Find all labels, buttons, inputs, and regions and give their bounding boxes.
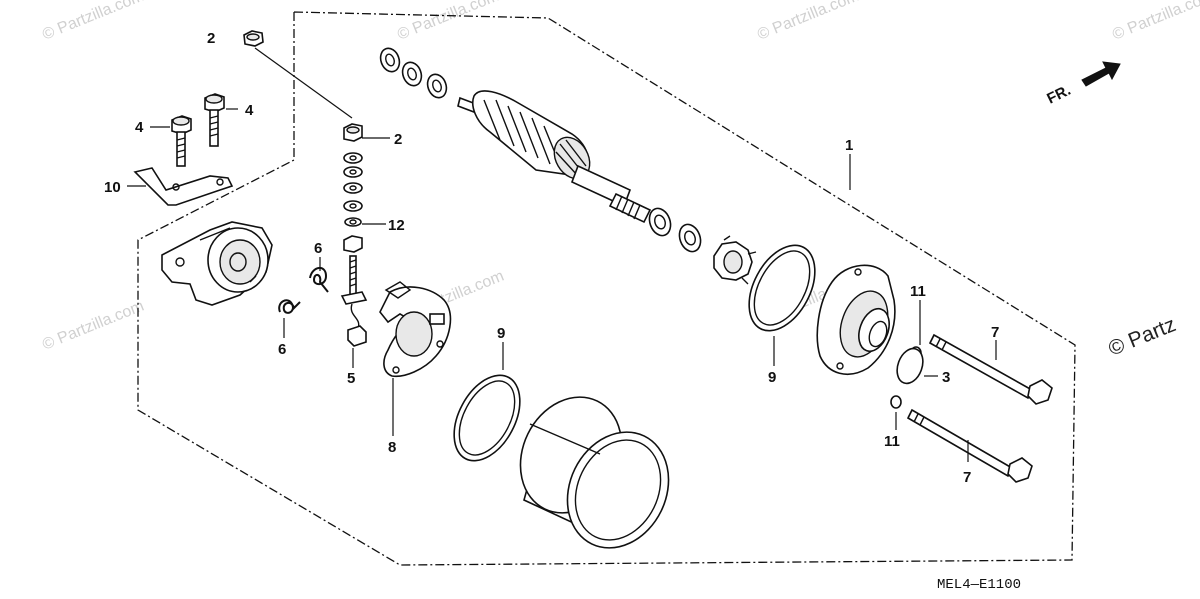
front-cover [816,264,896,376]
through-bolts [906,333,1053,483]
lock-plate [713,235,757,285]
bracket [127,167,234,206]
callout-3: 3 [942,369,950,386]
o-ring-left [453,342,521,462]
callout-5: 5 [347,370,355,387]
brush-springs [278,257,329,338]
watermark-edge: © Partz [1105,313,1179,361]
callout-12: 12 [388,217,405,234]
watermark: © Partzilla.com [40,0,146,44]
callout-9-right: 9 [768,369,776,386]
front-arrow-icon [1081,61,1121,87]
rear-cover [161,221,273,306]
callout-8: 8 [388,439,396,456]
seals [890,300,938,430]
diagram-code: MEL4—E1100 [937,577,1021,593]
front-direction-indicator: FR. [1044,61,1121,108]
nut-top [243,30,353,119]
callout-2: 2 [394,131,402,148]
armature-washers [379,47,448,99]
callout-10: 10 [104,179,121,196]
front-label: FR. [1044,82,1073,108]
terminal-stack [340,123,390,368]
callouts: 1 2 2 3 4 4 5 6 6 7 7 8 9 9 10 11 11 12 [104,30,999,486]
callout-1: 1 [845,137,853,154]
callout-7-top: 7 [991,324,999,341]
callout-6-bottom: 6 [278,341,286,358]
o-ring-right [748,244,816,366]
mounting-bolts [150,93,238,167]
callout-11-top: 11 [910,283,926,300]
armature [457,90,652,224]
assembly-boundary [137,11,1076,566]
watermark: © Partzilla.com [395,0,501,44]
shaft-washers [648,207,702,253]
callout-9-left: 9 [497,325,505,342]
brush-holder [379,281,452,436]
callout-2-top: 2 [207,30,215,47]
watermark: © Partzilla.com [40,298,146,354]
callout-7-bottom: 7 [963,469,971,486]
yoke-housing [519,396,670,549]
watermark: © Partzilla.com [755,0,861,44]
watermark: © Partzilla.com [1110,0,1200,44]
callout-4-right: 4 [245,102,254,119]
callout-11-bottom: 11 [884,433,900,450]
callout-6-top: 6 [314,240,322,257]
callout-4-left: 4 [135,119,144,136]
